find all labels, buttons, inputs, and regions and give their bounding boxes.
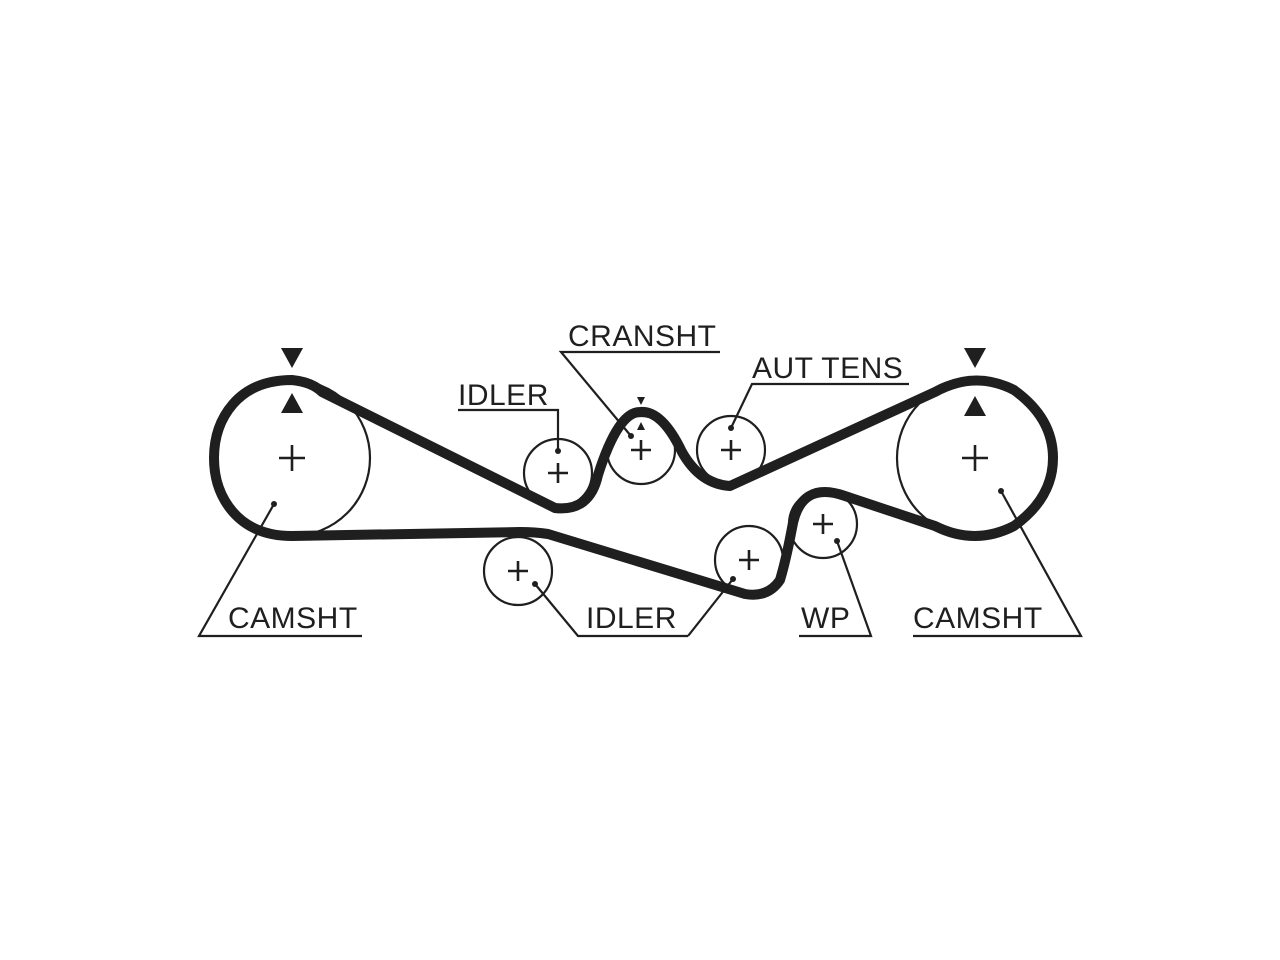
label-idler-bottom: IDLER xyxy=(586,602,677,635)
camsht-left-leader xyxy=(197,503,362,638)
timing-mark-left-outer xyxy=(281,348,303,368)
idler-bottom-leader-right xyxy=(687,578,734,637)
label-camsht-right: CAMSHT xyxy=(913,602,1043,635)
wp-leader xyxy=(799,540,873,638)
idler-bottom-leader-left xyxy=(534,583,688,638)
label-cransht: CRANSHT xyxy=(568,320,717,353)
label-idler-top: IDLER xyxy=(458,379,549,412)
center-marks xyxy=(279,440,988,581)
timing-mark-left-inner xyxy=(281,393,303,413)
timing-mark-crank-outer xyxy=(637,397,645,405)
label-wp: WP xyxy=(801,602,850,635)
timing-belt xyxy=(209,375,1058,600)
timing-mark-crank-inner xyxy=(637,422,645,430)
timing-mark-right-inner xyxy=(964,396,986,416)
timing-mark-right-outer xyxy=(964,348,986,368)
idler-top-leader xyxy=(458,408,560,451)
label-camsht-left: CAMSHT xyxy=(228,602,358,635)
cransht-leader xyxy=(558,350,720,437)
label-aut-tens: AUT TENS xyxy=(752,352,903,385)
camsht-right-leader xyxy=(913,490,1083,638)
aut-tens-leader xyxy=(730,382,909,429)
